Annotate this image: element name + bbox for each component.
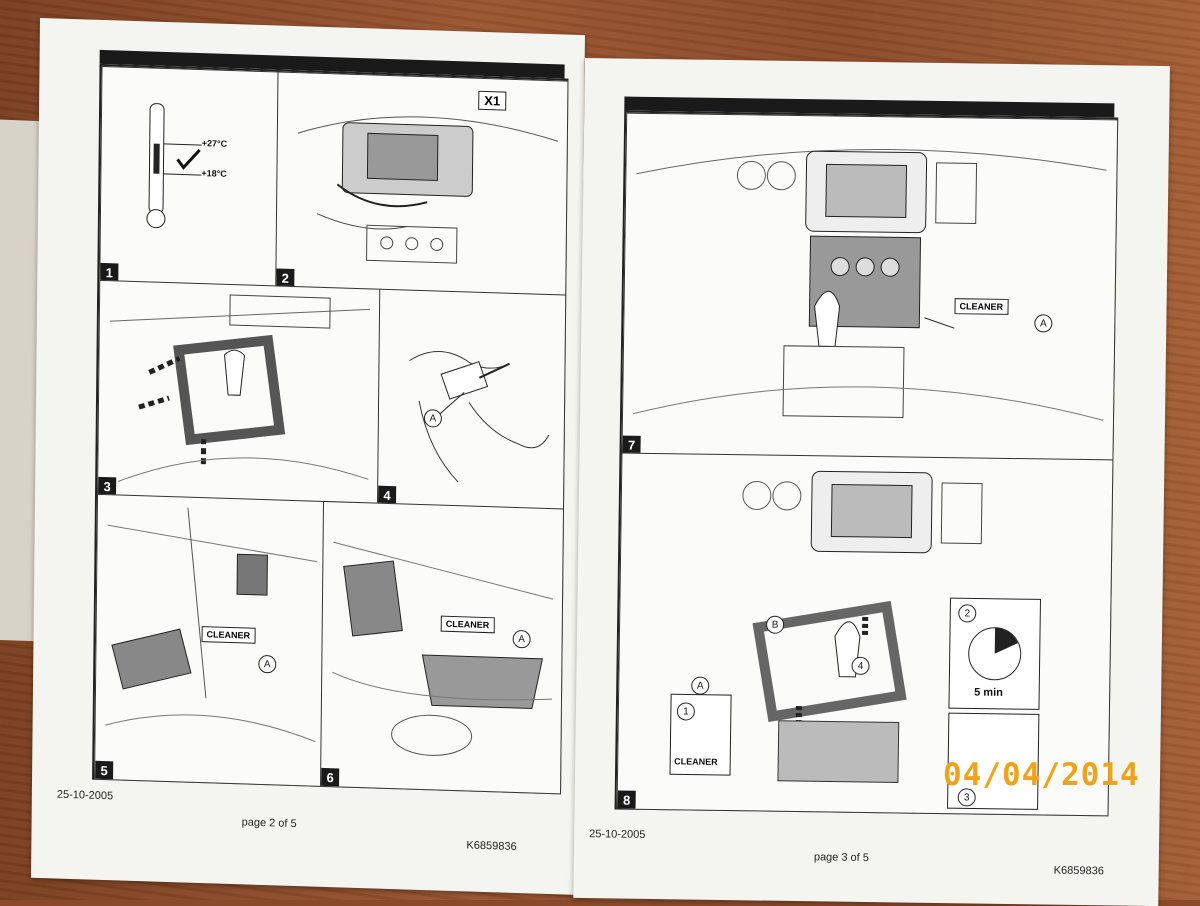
footer-code: K6859836 [466,839,517,854]
cleaner-label: CLEANER [954,298,1009,315]
callout-a: A [423,409,443,428]
hands-opening-wipe-illustration [409,351,550,483]
panel-number-6: 6 [321,767,340,787]
footer-page: page 2 of 5 [241,816,297,831]
left-page: +27°C +18°C 1 X1 2 [30,18,585,895]
callout-a: A [258,654,277,674]
cleaner-label: CLEANER [440,615,495,634]
panel-number-3: 3 [98,476,117,496]
quantity-x1-label: X1 [478,90,507,111]
panel-1-temperature: +27°C +18°C 1 [99,65,280,288]
door-switch-illustration [105,507,318,743]
callout-a: A [691,676,710,695]
panel-number-7: 7 [622,435,641,454]
dashboard-radio-illustration [297,116,558,264]
panel-5-clean-door-switch: CLEANER A 5 [94,493,326,787]
callout-a: A [512,629,531,649]
panel-number-5: 5 [95,760,114,780]
photo-date-stamp: 04/04/2014 [943,757,1140,793]
footer-code: K6859836 [1053,864,1104,878]
panel-3-shifter-trim: 3 [97,279,382,505]
panel-2-radio-removal: X1 2 [275,71,569,297]
right-page: CLEANER A 7 [573,58,1170,906]
panel-number-1: 1 [100,262,119,282]
instruction-booklet: +27°C +18°C 1 X1 2 [30,18,1180,906]
temp-low-label: +18°C [201,168,227,179]
thermometer-icon [146,103,202,229]
footer-date: 25-10-2005 [56,788,114,803]
shifter-trim-illustration [109,294,371,482]
panel-number-4: 4 [378,485,397,505]
trim-installation-illustration [669,470,1041,810]
footer-page: page 3 of 5 [813,851,870,865]
callout-b: B [765,615,785,634]
panel-number-2: 2 [276,268,295,288]
step-2-marker: 2 [958,604,977,623]
timer-5-min-label: 5 min [974,686,1003,699]
panel-number-8: 8 [617,790,636,809]
temp-high-label: +27°C [201,138,228,149]
cleaner-label: CLEANER [674,756,718,767]
left-page-grid: +27°C +18°C 1 X1 2 [92,63,569,795]
center-console-illustration [632,148,1107,421]
panel-6-clean-window-switch: CLEANER A 6 [320,500,565,795]
panel-4-open-cleaner: A 4 [376,288,567,511]
right-page-grid: CLEANER A 7 [614,110,1119,817]
cleaner-label: CLEANER [201,626,256,644]
window-switch-illustration [332,541,554,756]
panel-8-install-trim: 2 5 min 4 B A 1 CLEANER 3 8 [616,452,1114,817]
panel-7-clean-console: CLEANER A 7 [621,112,1119,462]
footer-date: 25-10-2005 [589,828,646,841]
